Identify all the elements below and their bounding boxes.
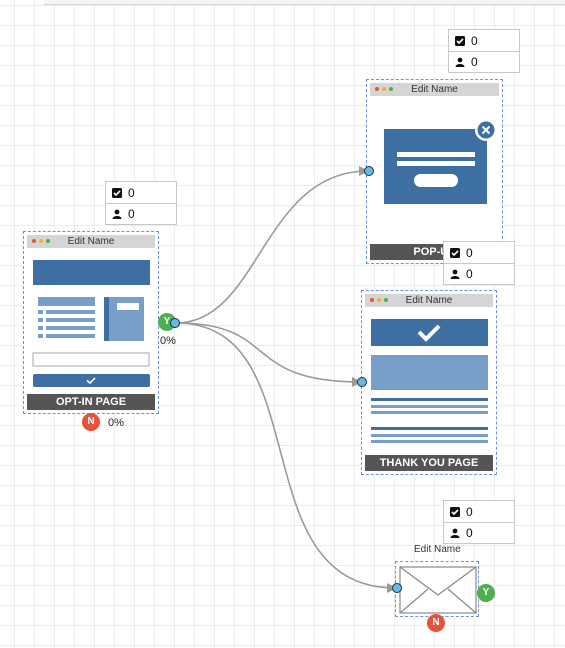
check-square-icon [455, 35, 465, 46]
optin-window-titlebar: Edit Name [27, 235, 155, 248]
checks-count: 0 [128, 185, 135, 200]
email-no-badge[interactable]: N [427, 614, 445, 632]
thankyou-input-port[interactable] [357, 377, 367, 387]
user-icon [112, 209, 122, 219]
window-dot-red [375, 87, 379, 91]
connector-to-email[interactable] [175, 322, 397, 593]
close-icon [481, 125, 491, 135]
window-dot-yellow [39, 239, 43, 243]
optin-page-thumbnail [32, 260, 150, 387]
optin-footer-label: OPT-IN PAGE [27, 394, 155, 410]
email-stats-box: 0 0 [443, 500, 515, 544]
connector-to-popup[interactable] [175, 166, 369, 324]
users-count: 0 [466, 267, 473, 281]
user-icon [450, 269, 460, 279]
thankyou-page-node[interactable]: Edit Name THANK YOU PAGE [361, 290, 497, 475]
check-icon [417, 324, 441, 342]
optin-no-badge[interactable]: N [82, 413, 100, 431]
window-dot-green [46, 239, 50, 243]
users-count: 0 [466, 526, 473, 540]
popup-node[interactable]: Edit Name POP-UP [366, 79, 503, 264]
popup-input-port[interactable] [364, 166, 374, 176]
users-row: 0 [449, 51, 519, 72]
popup-thumbnail [384, 119, 497, 204]
window-dot-red [370, 298, 374, 302]
email-input-port[interactable] [392, 583, 402, 593]
window-dot-yellow [382, 87, 386, 91]
user-icon [455, 57, 465, 67]
thankyou-page-thumbnail [371, 319, 488, 443]
optin-output-port[interactable] [170, 318, 180, 328]
check-square-icon [450, 506, 460, 517]
window-dot-green [389, 87, 393, 91]
users-count: 0 [471, 55, 478, 69]
popup-stats-box: 0 0 [448, 29, 520, 73]
check-square-icon [112, 187, 122, 198]
window-dot-red [32, 239, 36, 243]
email-node[interactable] [395, 561, 479, 617]
email-edit-name[interactable]: Edit Name [414, 544, 461, 555]
checks-row: 0 [449, 30, 519, 51]
checks-count: 0 [466, 245, 473, 260]
top-toolbar-edge [44, 0, 565, 5]
window-dot-green [384, 298, 388, 302]
envelope-icon [399, 566, 477, 614]
email-yes-badge[interactable]: Y [477, 584, 495, 602]
optin-edit-name[interactable]: Edit Name [67, 236, 115, 247]
thankyou-edit-name[interactable]: Edit Name [405, 295, 453, 306]
popup-edit-name[interactable]: Edit Name [411, 84, 458, 95]
optin-page-node[interactable]: Edit Name OPT-IN PAGE [23, 231, 159, 414]
optin-stats-box: 0 0 [105, 181, 177, 225]
users-row: 0 [106, 203, 176, 224]
user-icon [450, 528, 460, 538]
users-row: 0 [444, 263, 514, 284]
checks-count: 0 [471, 33, 478, 48]
thankyou-window-titlebar: Edit Name [365, 294, 493, 307]
check-square-icon [450, 247, 460, 258]
checks-row: 0 [444, 501, 514, 522]
check-icon [86, 377, 96, 385]
checks-row: 0 [444, 242, 514, 263]
popup-window-titlebar: Edit Name [370, 83, 499, 96]
window-dot-yellow [377, 298, 381, 302]
users-count: 0 [128, 207, 135, 221]
thankyou-footer-label: THANK YOU PAGE [365, 455, 493, 471]
connector-to-thankyou[interactable] [175, 322, 362, 387]
checks-count: 0 [466, 504, 473, 519]
thankyou-stats-box: 0 0 [443, 241, 515, 285]
optin-no-percent: 0% [108, 417, 124, 429]
optin-yes-percent: 0% [160, 335, 176, 347]
checks-row: 0 [106, 182, 176, 203]
users-row: 0 [444, 522, 514, 543]
